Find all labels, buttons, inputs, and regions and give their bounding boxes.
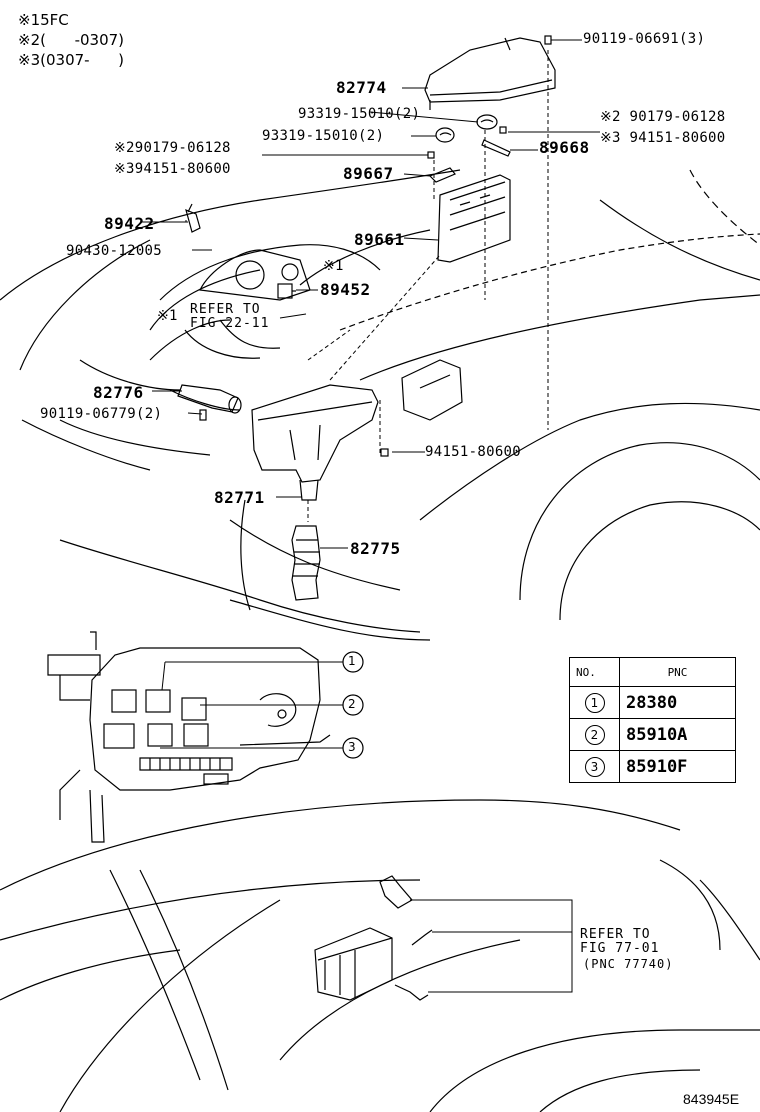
label-93319-15010-a[interactable]: 93319-15010(2) [298,106,421,122]
engine-block-sketch [159,244,381,411]
legend-row-3: ※3(0307- ) [18,50,124,70]
legend-row-1: ※15FC [18,10,124,30]
illustration-id: 843945E [683,1091,740,1107]
label-90179-06128-right[interactable]: ※2 90179-06128 [600,109,726,125]
car-body-outline-bottom [0,799,760,1112]
bracket-leaders-bottom [410,899,573,993]
label-82771[interactable]: 82771 [214,488,265,507]
label-89661[interactable]: 89661 [354,230,405,249]
pnc-row-no-circle: 3 [584,757,605,777]
refer-fig-77-01-line3: (PNC 77740) [583,957,674,971]
label-90430-12005[interactable]: 90430-12005 [66,243,163,259]
label-89452-variant-mark: ※1 [323,258,344,274]
pnc-header-no: NO. [569,657,620,687]
pnc-row-no: 1 [569,686,620,719]
label-82776[interactable]: 82776 [93,383,144,402]
bracket-89667 [428,167,456,183]
callout-3[interactable]: 3 [348,740,356,754]
refer-fig-22-11-mark: ※1 [157,308,178,324]
cover-82774 [424,37,556,110]
pnc-table-row: 1 28380 [569,686,736,719]
pnc-row-no-circle: 1 [584,693,605,713]
air-cleaner-82771 [251,384,379,501]
pnc-table: NO. PNC 1 28380 2 85910A 3 85910F [569,657,736,783]
label-89667[interactable]: 89667 [343,164,394,183]
screws [199,35,552,457]
pnc-row-value[interactable]: 28380 [619,686,736,719]
pnc-header-pnc: PNC [619,657,736,687]
legend-text: ( -0307) [40,31,125,49]
legend-mark: ※1 [18,11,41,29]
callout-2[interactable]: 2 [348,697,356,711]
ecu-89661 [437,174,511,263]
label-94151-80600-right[interactable]: ※3 94151-80600 [600,130,726,146]
side-box [401,359,463,421]
pnc-row-value[interactable]: 85910F [619,750,736,783]
leader-lines [140,39,600,549]
callout-circles [342,651,364,759]
legend-mark: ※2 [18,31,41,49]
label-90119-06779[interactable]: 90119-06779(2) [40,406,163,422]
label-90179-06128-left[interactable]: ※290179-06128 [114,140,231,156]
duct-82775 [291,525,321,601]
canister-assembly [314,875,433,1001]
legend-text: (0307- ) [40,51,125,69]
refer-fig-77-01-line1[interactable]: REFER TO [580,927,651,942]
label-82774[interactable]: 82774 [336,78,387,97]
pnc-table-row: 2 85910A [569,718,736,751]
variant-legend: ※15FC ※2( -0307) ※3(0307- ) [18,10,124,70]
pnc-table-header: NO. PNC [569,657,736,687]
car-body-outline-top [0,169,760,641]
refer-fig-22-11-line1[interactable]: REFER TO [190,302,261,317]
sensor-89422 [185,203,201,233]
label-89422[interactable]: 89422 [104,214,155,233]
relay-block [47,631,331,843]
pnc-row-no: 2 [569,718,620,751]
label-94151-80600-mid[interactable]: 94151-80600 [425,444,522,460]
dashed-leaders [307,50,549,522]
callout-leaders [160,661,343,749]
legend-row-2: ※2( -0307) [18,30,124,50]
pnc-row-value[interactable]: 85910A [619,718,736,751]
legend-text: 5FC [40,11,69,29]
label-94151-80600-left[interactable]: ※394151-80600 [114,161,231,177]
callout-1[interactable]: 1 [348,654,356,668]
legend-mark: ※3 [18,51,41,69]
pnc-table-row: 3 85910F [569,750,736,783]
label-89452[interactable]: 89452 [320,280,371,299]
hose-82776 [177,384,242,414]
pnc-row-no: 3 [569,750,620,783]
relay-89452 [277,283,296,299]
refer-fig-77-01-line2[interactable]: FIG 77-01 [580,941,660,956]
label-89668[interactable]: 89668 [539,138,590,157]
label-82775[interactable]: 82775 [350,539,401,558]
refer-fig-22-11-line2[interactable]: FIG 22-11 [190,316,270,331]
bracket-89668 [481,139,511,157]
label-93319-15010-b[interactable]: 93319-15010(2) [262,128,385,144]
pnc-row-no-circle: 2 [584,725,605,745]
label-90119-06691[interactable]: 90119-06691(3) [583,31,706,47]
